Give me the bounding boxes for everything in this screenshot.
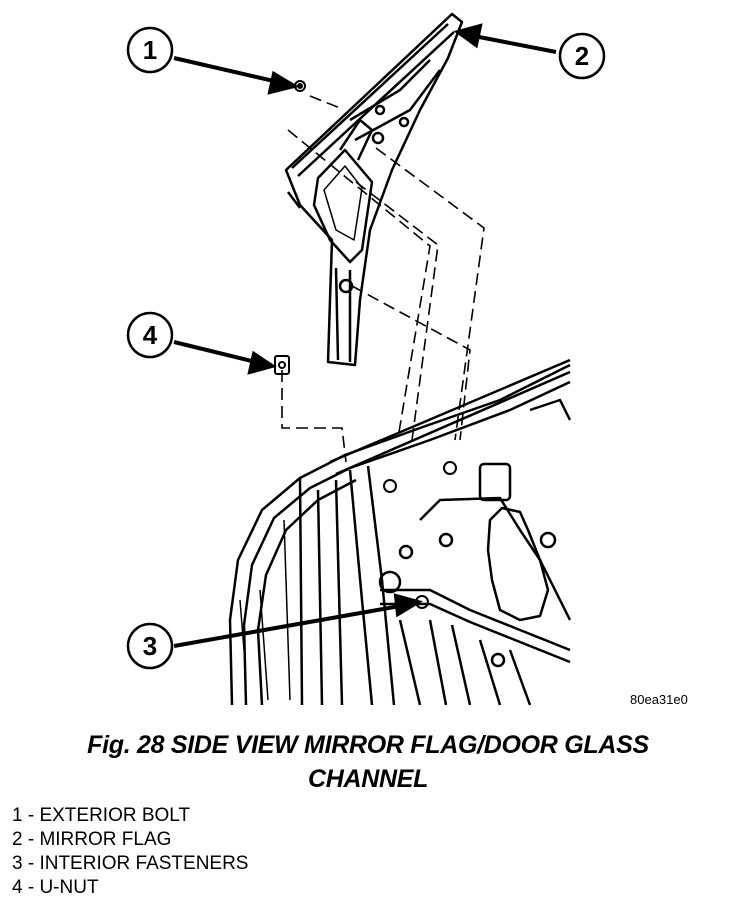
u-nut-icon	[274, 355, 290, 375]
callout-4: 4	[126, 311, 174, 359]
svg-text:2: 2	[575, 41, 589, 71]
legend-item: 4 - U-NUT	[12, 877, 99, 898]
exploded-view-diagram: 1 2 3 4	[126, 12, 606, 706]
legend-item: 2 - MIRROR FLAG	[12, 829, 172, 850]
legend-list: 1 - EXTERIOR BOLT 2 - MIRROR FLAG 3 - IN…	[12, 804, 248, 900]
figure-caption: Fig. 28 SIDE VIEW MIRROR FLAG/DOOR GLASS…	[0, 728, 736, 796]
callout-1: 1	[126, 26, 174, 74]
callout-3: 3	[126, 622, 174, 670]
svg-text:1: 1	[143, 35, 157, 65]
callout-2: 2	[558, 32, 606, 80]
fastener-icon	[443, 461, 457, 475]
svg-text:3: 3	[143, 631, 157, 661]
image-id: 80ea31e0	[630, 692, 688, 707]
caption-line-2: CHANNEL	[307, 765, 429, 793]
door-frame	[228, 358, 572, 706]
fastener-icon	[383, 479, 397, 493]
legend-item: 1 - EXTERIOR BOLT	[12, 805, 191, 826]
svg-text:4: 4	[143, 320, 158, 350]
callout-leaders	[173, 23, 557, 648]
legend-item: 3 - INTERIOR FASTENERS	[12, 853, 249, 874]
caption-line-1: Fig. 28 SIDE VIEW MIRROR FLAG/DOOR GLASS	[87, 731, 649, 759]
hardware	[274, 80, 457, 609]
alignment-lines	[281, 95, 485, 463]
mirror-flag	[284, 12, 464, 367]
